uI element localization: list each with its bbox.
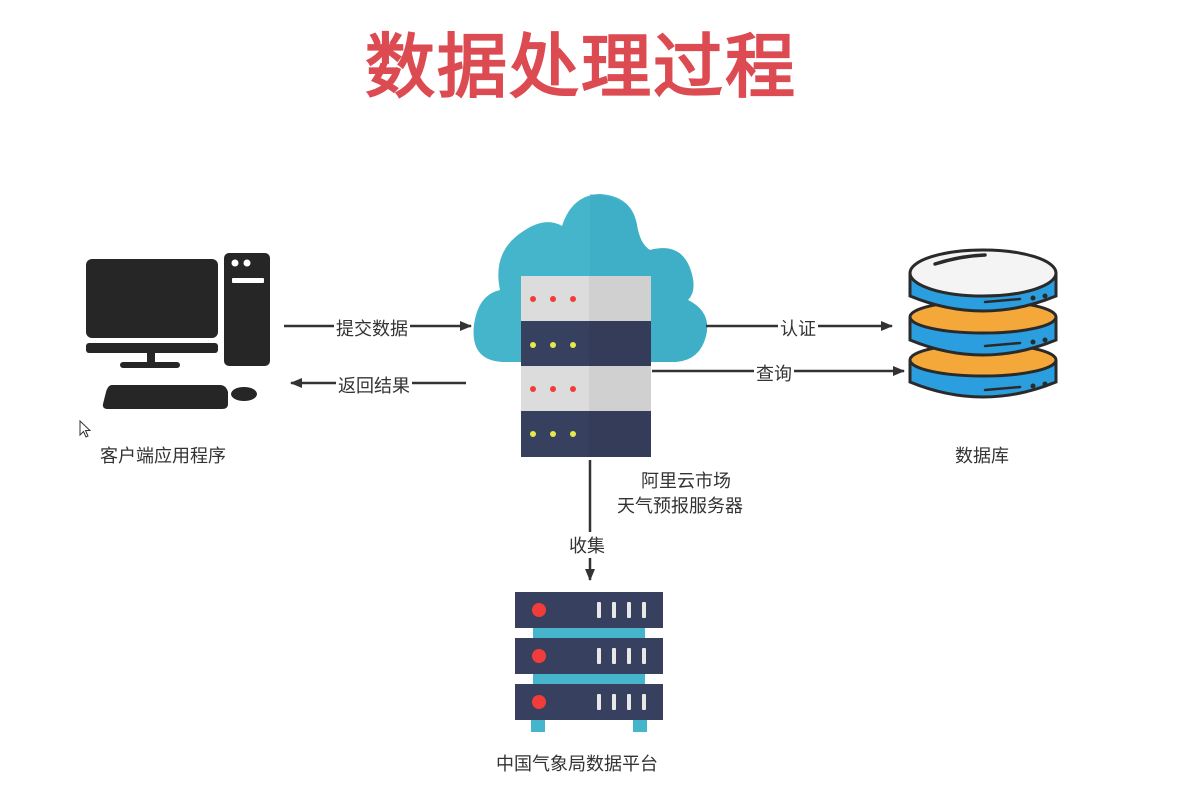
cloud-server-icon	[473, 194, 708, 457]
node-label-weather-platform: 中国气象局数据平台	[496, 754, 658, 775]
desktop-computer-icon	[86, 253, 270, 409]
node-label-client: 客户端应用程序	[100, 446, 226, 467]
node-label-cloud-server-line2: 天气预报服务器	[617, 496, 743, 517]
node-label-database: 数据库	[955, 446, 1009, 467]
server-rack-icon	[515, 592, 663, 732]
edge-label-auth: 认证	[778, 315, 818, 341]
diagram-title: 数据处理过程	[365, 26, 797, 108]
edge-label-collect: 收集	[567, 532, 607, 558]
mouse-cursor-icon	[79, 420, 92, 438]
edge-label-return: 返回结果	[336, 372, 412, 398]
node-label-cloud-server-line1: 阿里云市场	[641, 471, 731, 492]
edge-label-submit: 提交数据	[334, 315, 410, 341]
database-icon	[908, 248, 1058, 399]
edge-label-query: 查询	[754, 360, 794, 386]
